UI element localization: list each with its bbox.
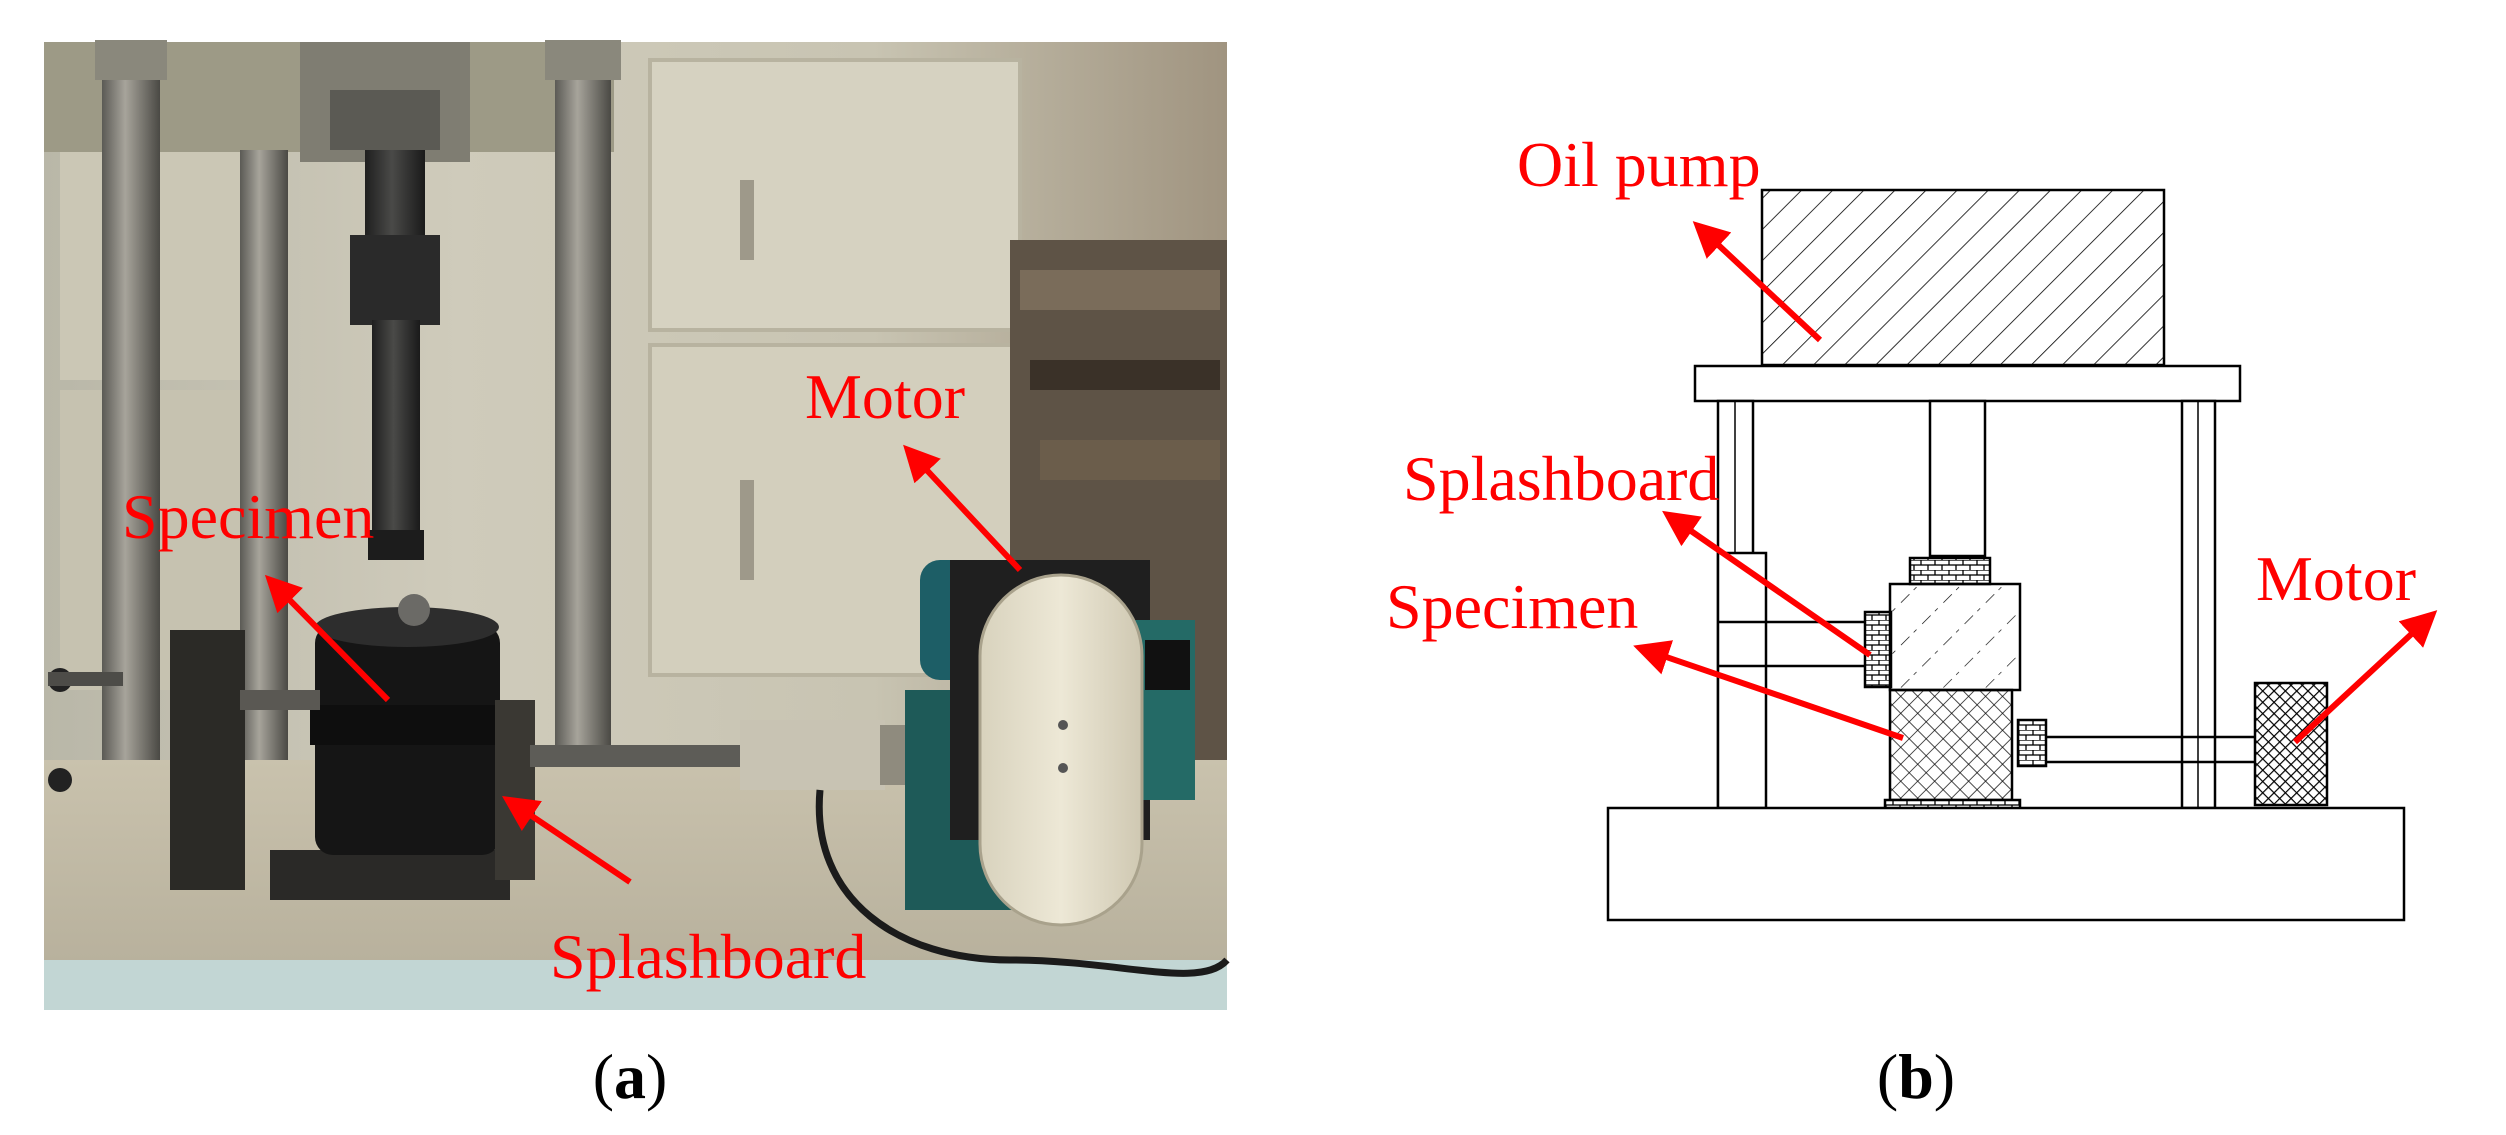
arrow-specimen-photo [264, 574, 391, 703]
label-oil-pump: Oil pump [1517, 129, 1761, 200]
oil-pump-block [1760, 188, 2166, 367]
label-specimen-schematic: Specimen [1386, 571, 1638, 642]
label-motor-photo: Motor [805, 361, 965, 432]
splashboard-left [1863, 610, 1893, 689]
arrow-motor-photo [903, 444, 1023, 573]
arrow-motor-schematic [2292, 610, 2438, 745]
motor-block [2253, 681, 2329, 807]
label-splashboard-schematic: Splashboard [1403, 443, 1719, 514]
photo-panel [44, 40, 1230, 1010]
caption-b: (b) [1877, 1041, 1955, 1112]
schematic-drawing [1606, 188, 2406, 922]
label-splashboard-photo: Splashboard [550, 921, 866, 992]
arrow-splashboard-schematic [1662, 510, 1872, 658]
caption-a: (a) [593, 1041, 668, 1112]
base-plate [1606, 806, 2406, 922]
arrow-oil-pump [1692, 221, 1823, 343]
schematic-annotations: Oil pump Splashboard Specimen Motor [1386, 129, 2438, 745]
top-plate [1693, 364, 2242, 403]
arrow-specimen-schematic [1633, 640, 1904, 741]
specimen-box [1888, 688, 2014, 802]
label-motor-schematic: Motor [2256, 543, 2416, 614]
label-specimen-photo: Specimen [122, 481, 374, 552]
arrow-splashboard-photo [502, 795, 632, 885]
photo-annotations: Motor Specimen Splashboard [122, 361, 1023, 992]
